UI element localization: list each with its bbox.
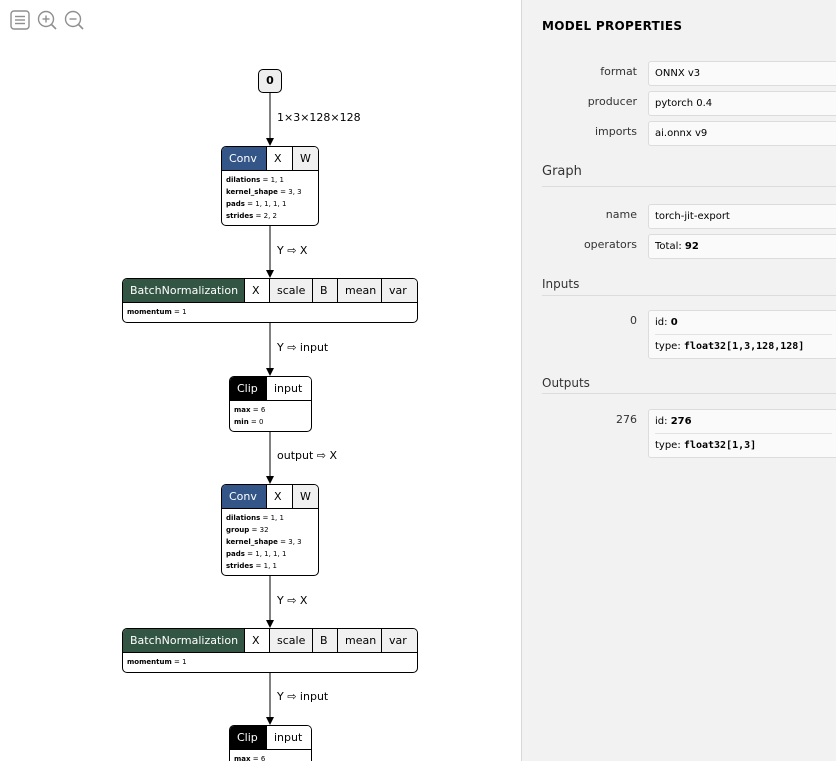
edge-label-6: Y ⇨ input — [277, 690, 329, 703]
conv-op-label: Conv — [222, 147, 266, 170]
operators-label: operators — [583, 238, 637, 251]
batchnorm-input-b: B — [312, 279, 337, 302]
edge-label-3: Y ⇨ input — [277, 341, 329, 354]
conv-node-header: Conv X W — [222, 147, 318, 171]
format-label: format — [600, 65, 637, 78]
conv-node[interactable]: Conv X W dilations = 1, 1 group = 32 ker… — [221, 484, 319, 576]
edge-label-4: output ⇨ X — [277, 449, 338, 462]
clip-input: input — [266, 726, 311, 749]
batchnorm-op-label: BatchNormalization — [123, 279, 244, 302]
clip-node[interactable]: Clip input max = 6 min = 0 — [229, 376, 312, 432]
name-label: name — [605, 208, 637, 221]
attr-row: kernel_shape = 3, 3 — [226, 538, 302, 546]
edge-label-1: 1×3×128×128 — [277, 111, 361, 124]
attr-row: min = 0 — [234, 418, 264, 426]
edge-label-2: Y ⇨ X — [277, 244, 308, 257]
attr-row: max = 6 — [234, 755, 266, 761]
attr-row: kernel_shape = 3, 3 — [226, 188, 302, 196]
imports-value: ai.onnx v9 — [655, 128, 708, 139]
producer-label: producer — [587, 95, 637, 108]
attr-row: dilations = 1, 1 — [226, 176, 284, 184]
batchnorm-input-x: X — [244, 279, 269, 302]
attr-row: momentum = 1 — [127, 308, 187, 316]
conv-input-x: X — [266, 485, 292, 508]
graph-section-title: Graph — [542, 164, 582, 179]
edge-label-5: Y ⇨ X — [277, 594, 308, 607]
graph-input-label: 0 — [266, 74, 274, 87]
batchnorm-input-scale: scale — [269, 629, 312, 652]
batchnorm-node-header: BatchNormalization X scale B mean var — [123, 629, 417, 653]
batchnorm-input-scale: scale — [269, 279, 312, 302]
batchnorm-input-mean: mean — [337, 629, 381, 652]
zoom-out-icon[interactable] — [64, 10, 84, 30]
output-label: 276 — [616, 413, 637, 426]
outputs-section-title: Outputs — [542, 376, 590, 390]
imports-value-box[interactable]: ai.onnx v9 — [648, 121, 836, 146]
producer-value-box[interactable]: pytorch 0.4 — [648, 91, 836, 116]
conv-node-header: Conv X W — [222, 485, 318, 509]
graph-input-node[interactable]: 0 — [258, 69, 282, 93]
format-value-box[interactable]: ONNX v3 — [648, 61, 836, 86]
graph-section-divider — [542, 186, 836, 187]
clip-input: input — [266, 377, 311, 400]
conv-node[interactable]: Conv X W dilations = 1, 1 kernel_shape =… — [221, 146, 319, 226]
clip-node[interactable]: Clip input max = 6 — [229, 725, 312, 761]
conv-attributes: dilations = 1, 1 kernel_shape = 3, 3 pad… — [222, 171, 318, 225]
conv-op-label: Conv — [222, 485, 266, 508]
batchnorm-attributes: momentum = 1 — [123, 653, 417, 672]
output-id: id: 276 — [655, 416, 692, 427]
conv-input-w: W — [292, 147, 318, 170]
attr-row: strides = 1, 1 — [226, 562, 277, 570]
clip-op-label: Clip — [230, 377, 266, 400]
clip-node-header: Clip input — [230, 726, 311, 750]
conv-attributes: dilations = 1, 1 group = 32 kernel_shape… — [222, 509, 318, 575]
attr-row: max = 6 — [234, 406, 266, 414]
outputs-section-divider — [542, 393, 836, 394]
name-value-box[interactable]: torch-jit-export — [648, 204, 836, 229]
model-properties-sidebar: MODEL PROPERTIES format ONNX v3 producer… — [521, 0, 836, 761]
input-id: id: 0 — [655, 317, 678, 328]
input-label: 0 — [630, 314, 637, 327]
sidebar-title: MODEL PROPERTIES — [542, 19, 683, 33]
attr-row: pads = 1, 1, 1, 1 — [226, 550, 287, 558]
name-value: torch-jit-export — [655, 211, 730, 222]
batchnorm-input-b: B — [312, 629, 337, 652]
batchnorm-input-mean: mean — [337, 279, 381, 302]
batchnorm-node[interactable]: BatchNormalization X scale B mean var mo… — [122, 628, 418, 673]
inputs-section-title: Inputs — [542, 277, 580, 291]
clip-attributes: max = 6 min = 0 — [230, 401, 311, 431]
batchnorm-input-var: var — [381, 629, 417, 652]
conv-input-w: W — [292, 485, 318, 508]
batchnorm-node-header: BatchNormalization X scale B mean var — [123, 279, 417, 303]
clip-attributes: max = 6 — [230, 750, 311, 761]
zoom-in-icon[interactable] — [37, 10, 57, 30]
input-value-box[interactable]: id: 0 type: float32[1,3,128,128] — [648, 310, 836, 359]
producer-value: pytorch 0.4 — [655, 98, 713, 109]
output-type: type: float32[1,3] — [655, 433, 832, 457]
attr-row: strides = 2, 2 — [226, 212, 277, 220]
menu-icon[interactable] — [10, 10, 30, 30]
batchnorm-attributes: momentum = 1 — [123, 303, 417, 322]
batchnorm-input-x: X — [244, 629, 269, 652]
operators-value-box[interactable]: Total: 92 — [648, 234, 836, 259]
attr-row: pads = 1, 1, 1, 1 — [226, 200, 287, 208]
output-value-box[interactable]: id: 276 type: float32[1,3] — [648, 409, 836, 458]
graph-canvas[interactable]: 0 1×3×128×128 Y ⇨ X Y ⇨ input output ⇨ X… — [0, 0, 521, 761]
batchnorm-op-label: BatchNormalization — [123, 629, 244, 652]
attr-row: momentum = 1 — [127, 658, 187, 666]
input-type: type: float32[1,3,128,128] — [655, 334, 832, 358]
inputs-section-divider — [542, 295, 836, 296]
operators-count: 92 — [684, 241, 699, 252]
batchnorm-input-var: var — [381, 279, 417, 302]
conv-input-x: X — [266, 147, 292, 170]
clip-node-header: Clip input — [230, 377, 311, 401]
attr-row: dilations = 1, 1 — [226, 514, 284, 522]
attr-row: group = 32 — [226, 526, 269, 534]
clip-op-label: Clip — [230, 726, 266, 749]
edges-layer — [266, 92, 274, 725]
imports-label: imports — [594, 125, 637, 138]
operators-value: Total: 92 — [655, 241, 699, 252]
format-value: ONNX v3 — [655, 68, 701, 79]
batchnorm-node[interactable]: BatchNormalization X scale B mean var mo… — [122, 278, 418, 323]
